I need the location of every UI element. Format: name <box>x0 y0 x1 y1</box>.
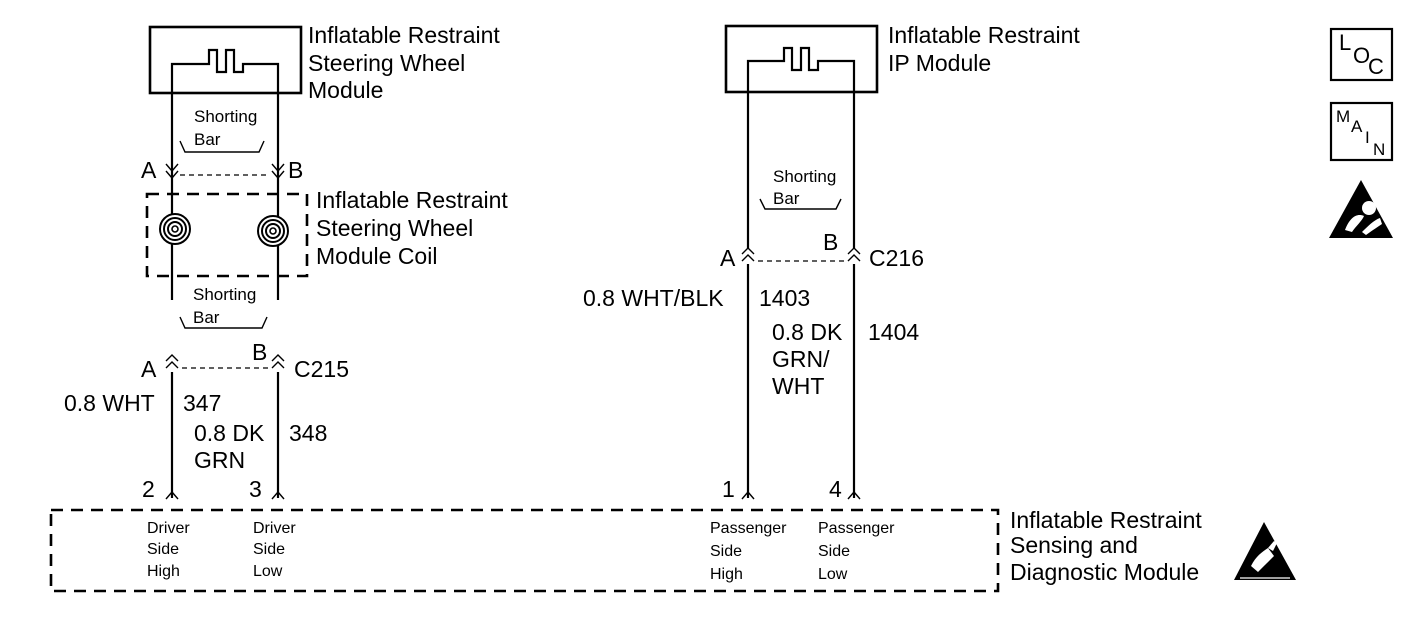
c216-name-label: C216 <box>869 245 924 271</box>
sw-module-connector: A B <box>141 157 303 183</box>
wire-1404-color-2: GRN/ <box>772 346 830 372</box>
shorting-bar-coil: Shorting Bar <box>179 285 268 329</box>
sdm-pin-1-label-3: High <box>710 566 743 583</box>
coil-winding-b <box>257 215 289 247</box>
sdm-pin-1-label-2: Side <box>710 543 742 560</box>
sdm-pin-2-number: 2 <box>142 476 155 502</box>
esd-warning-icon <box>1234 522 1296 580</box>
c216-pin-a-label: A <box>720 245 736 271</box>
wire-1404-color-3: WHT <box>772 373 824 399</box>
pin-a-label: A <box>141 157 157 183</box>
c215-pin-a-label: A <box>141 356 157 382</box>
wire-1403-color: 0.8 WHT/BLK <box>583 285 724 311</box>
connector-c216: A B C216 <box>720 229 924 271</box>
ip-module-label-2: IP Module <box>888 50 991 76</box>
airbag-warning-icon <box>1329 180 1393 238</box>
coil-winding-a <box>159 213 191 245</box>
driver-wires: 0.8 WHT 347 0.8 DK GRN 348 2 3 <box>64 372 327 502</box>
main-letter-n: N <box>1373 140 1385 159</box>
steering-wheel-module-coil: Inflatable Restraint Steering Wheel Modu… <box>145 187 508 278</box>
sw-module-label-2: Steering Wheel <box>308 50 465 76</box>
ip-module-label-1: Inflatable Restraint <box>888 22 1080 48</box>
sdm-label-3: Diagnostic Module <box>1010 559 1199 585</box>
shorting-bar-ip-module: Shorting Bar <box>759 167 842 210</box>
shorting-bar-label: Shorting <box>773 167 836 186</box>
sdm-pin-4-label-1: Passenger <box>818 520 895 537</box>
sdm-pin-1-number: 1 <box>722 476 735 502</box>
sdm-pin-3-label-2: Side <box>253 541 285 558</box>
wire-1404-circuit: 1404 <box>868 319 919 345</box>
wire-348-circuit: 348 <box>289 420 327 446</box>
shorting-bar-label: Shorting <box>193 285 256 304</box>
wire-1403-circuit: 1403 <box>759 285 810 311</box>
sdm-pin-2-label-2: Side <box>147 541 179 558</box>
main-letter-a: A <box>1351 117 1363 136</box>
main-letter-m: M <box>1336 107 1350 126</box>
loc-letter-c: C <box>1368 54 1384 79</box>
pin-b-label: B <box>288 157 303 183</box>
wire-348-color-2: GRN <box>194 447 245 473</box>
wire-347-circuit: 347 <box>183 390 221 416</box>
shorting-bar-label: Bar <box>194 130 221 149</box>
sdm-label-1: Inflatable Restraint <box>1010 507 1202 533</box>
sdm-pin-4-label-2: Side <box>818 543 850 560</box>
shorting-bar-label: Bar <box>773 189 800 208</box>
steering-wheel-module: Inflatable Restraint Steering Wheel Modu… <box>148 22 500 300</box>
shorting-bar-sw-module: Shorting Bar <box>179 107 265 153</box>
shorting-bar-label: Bar <box>193 308 220 327</box>
c216-pin-b-label: B <box>823 229 838 255</box>
sdm-pin-4-number: 4 <box>829 476 842 502</box>
sensing-diagnostic-module: Driver Side High Driver Side Low Passeng… <box>49 507 1202 593</box>
coil-label-3: Module Coil <box>316 243 437 269</box>
wire-348-color-1: 0.8 DK <box>194 420 265 446</box>
coil-label-2: Steering Wheel <box>316 215 473 241</box>
c215-name-label: C215 <box>294 356 349 382</box>
sw-module-label-1: Inflatable Restraint <box>308 22 500 48</box>
sdm-pin-1-label-1: Passenger <box>710 520 787 537</box>
coil-label-1: Inflatable Restraint <box>316 187 508 213</box>
wire-347-color: 0.8 WHT <box>64 390 155 416</box>
sdm-pin-3-label-3: Low <box>253 563 283 580</box>
loc-icon[interactable]: L O C <box>1329 27 1394 82</box>
sdm-pin-2-label-3: High <box>147 563 180 580</box>
sdm-pin-3-number: 3 <box>249 476 262 502</box>
loc-letter-l: L <box>1339 30 1351 55</box>
ip-module: Inflatable Restraint IP Module <box>724 22 1080 248</box>
loc-letter-o: O <box>1353 43 1370 68</box>
connector-c215: A B C215 <box>141 339 349 382</box>
main-letter-i: I <box>1365 128 1370 147</box>
wire-1404-color-1: 0.8 DK <box>772 319 843 345</box>
shorting-bar-label: Shorting <box>194 107 257 126</box>
sdm-label-2: Sensing and <box>1010 532 1138 558</box>
sdm-pin-4-label-3: Low <box>818 566 848 583</box>
passenger-wires: 0.8 WHT/BLK 1403 0.8 DK GRN/ WHT 1404 1 … <box>583 264 919 502</box>
sdm-pin-3-label-1: Driver <box>253 520 296 537</box>
sw-module-label-3: Module <box>308 77 383 103</box>
sdm-pin-2-label-1: Driver <box>147 520 190 537</box>
main-icon[interactable]: M A I N <box>1329 101 1394 162</box>
c215-pin-b-label: B <box>252 339 267 365</box>
